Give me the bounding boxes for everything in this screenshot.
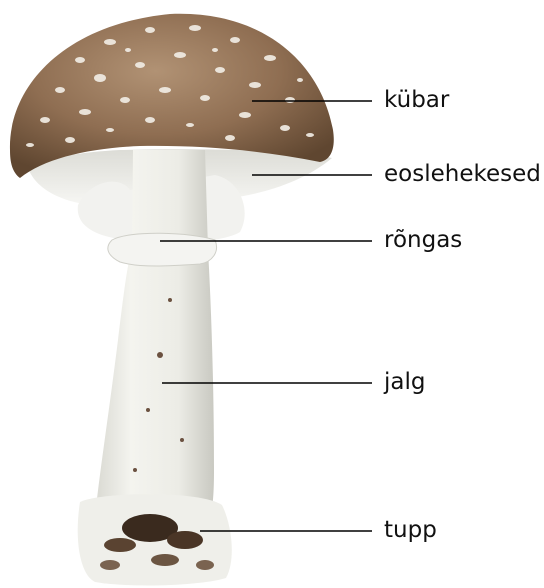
ring [108,233,217,266]
label-base: tupp [384,519,437,542]
label-gills: eoslehekesed [384,163,541,186]
label-cap: kübar [384,89,449,112]
label-stem: jalg [384,371,425,394]
label-ring: rõngas [384,229,462,252]
